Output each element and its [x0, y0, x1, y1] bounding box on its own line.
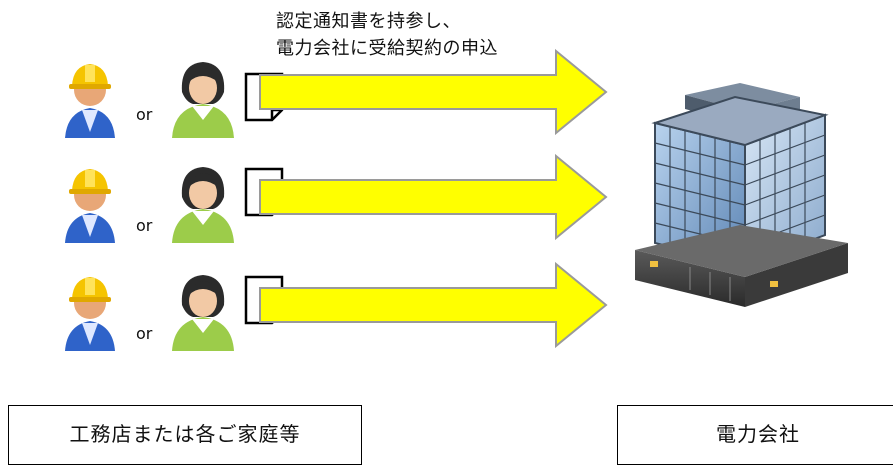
flow-row-1: or [0, 42, 893, 142]
left-label: 工務店または各ご家庭等 [69, 422, 301, 446]
worker-icon [65, 277, 115, 351]
caption-line-1: 認定通知書を持参し、 [276, 11, 461, 32]
arrow-icon [259, 48, 608, 136]
woman-icon [172, 167, 234, 243]
worker-icon [65, 64, 115, 138]
caption-line-2: 電力会社に受給契約の申込 [276, 38, 498, 59]
woman-icon [172, 62, 234, 138]
or-label: or [136, 216, 153, 235]
right-label-box: 電力会社 [617, 405, 893, 465]
woman-icon [172, 275, 234, 351]
or-label: or [136, 324, 153, 343]
office-building-icon [635, 83, 848, 307]
or-label: or [136, 105, 153, 124]
arrow-icon [259, 153, 608, 241]
flow-row-2: or [0, 147, 893, 247]
worker-icon [65, 169, 115, 243]
right-label: 電力会社 [716, 422, 800, 446]
left-label-box: 工務店または各ご家庭等 [8, 405, 362, 465]
flow-row-3: or [0, 255, 893, 355]
caption: 認定通知書を持参し、 電力会社に受給契約の申込 [276, 8, 498, 62]
arrow-icon [259, 261, 608, 349]
